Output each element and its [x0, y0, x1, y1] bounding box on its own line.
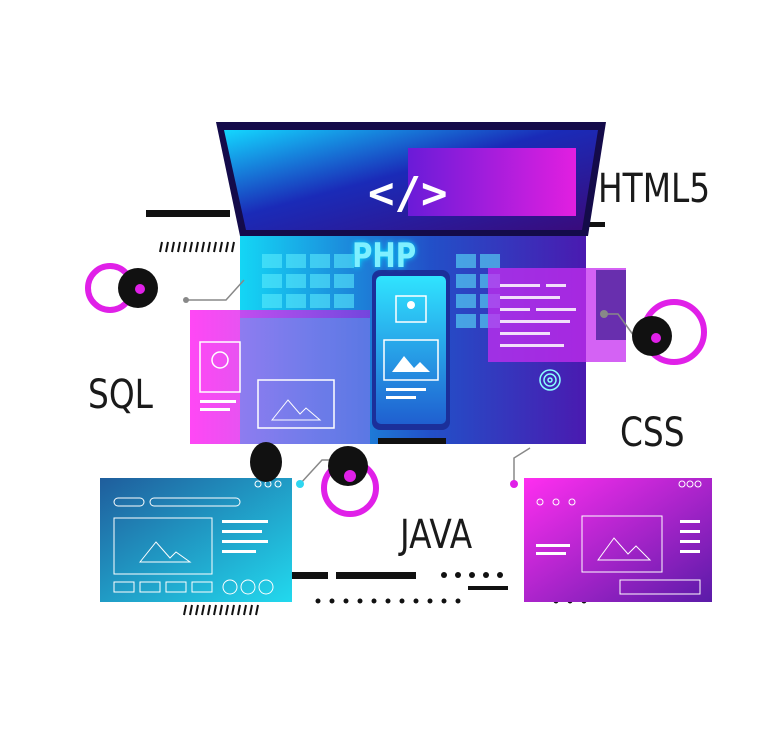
- profile-panel: [190, 310, 370, 444]
- php-label: PHP: [352, 236, 417, 276]
- code-banner: [408, 148, 576, 216]
- decorative-lines: [146, 210, 605, 616]
- browser-window-left: [100, 478, 292, 602]
- sql-label: SQL: [88, 372, 153, 418]
- trackpad-edge: [378, 438, 446, 444]
- fingerprint-icon: [539, 369, 561, 391]
- java-label: JAVA: [400, 512, 473, 558]
- phone-mockup: [372, 270, 450, 430]
- code-panel: [488, 268, 626, 362]
- connectors: [186, 279, 635, 485]
- browser-window-right: [524, 478, 712, 602]
- html5-label: HTML5: [598, 166, 711, 212]
- user-icon: [395, 295, 427, 323]
- image-icon: [383, 339, 439, 381]
- connector-node-icon: [85, 263, 707, 517]
- css-label: CSS: [620, 410, 685, 456]
- code-icon: </>: [368, 168, 448, 219]
